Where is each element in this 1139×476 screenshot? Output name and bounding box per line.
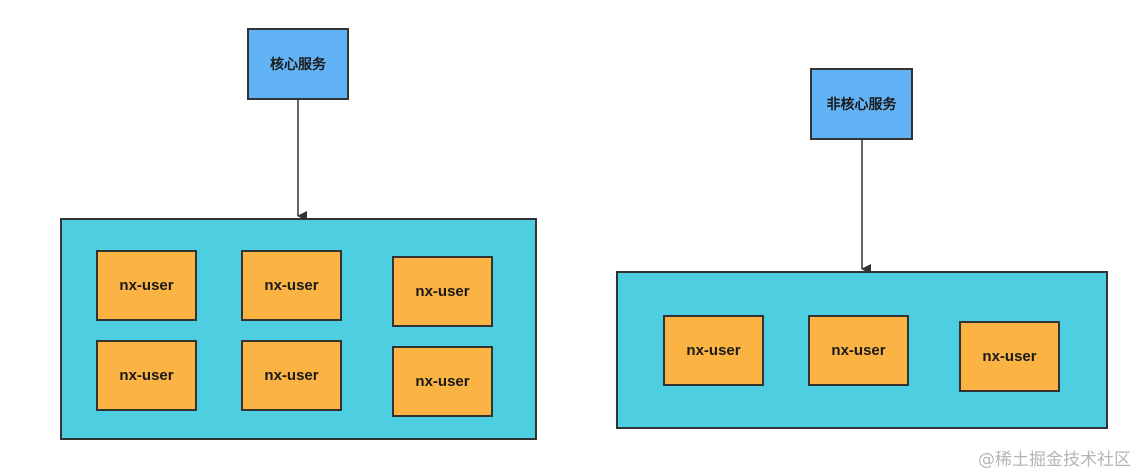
noncore-node-3: nx-user xyxy=(959,321,1060,392)
noncore-node-2: nx-user xyxy=(808,315,909,386)
noncore-cluster: nx-user nx-user nx-user xyxy=(616,271,1108,429)
core-service-box: 核心服务 xyxy=(247,28,349,100)
core-node-2: nx-user xyxy=(241,250,342,321)
noncore-node-1: nx-user xyxy=(663,315,764,386)
core-node-6: nx-user xyxy=(392,346,493,417)
core-node-3: nx-user xyxy=(392,256,493,327)
core-node-4: nx-user xyxy=(96,340,197,411)
core-cluster: nx-user nx-user nx-user nx-user nx-user … xyxy=(60,218,537,440)
noncore-service-box: 非核心服务 xyxy=(810,68,913,140)
core-node-5: nx-user xyxy=(241,340,342,411)
watermark: @稀土掘金技术社区 xyxy=(978,450,1131,470)
core-node-1: nx-user xyxy=(96,250,197,321)
